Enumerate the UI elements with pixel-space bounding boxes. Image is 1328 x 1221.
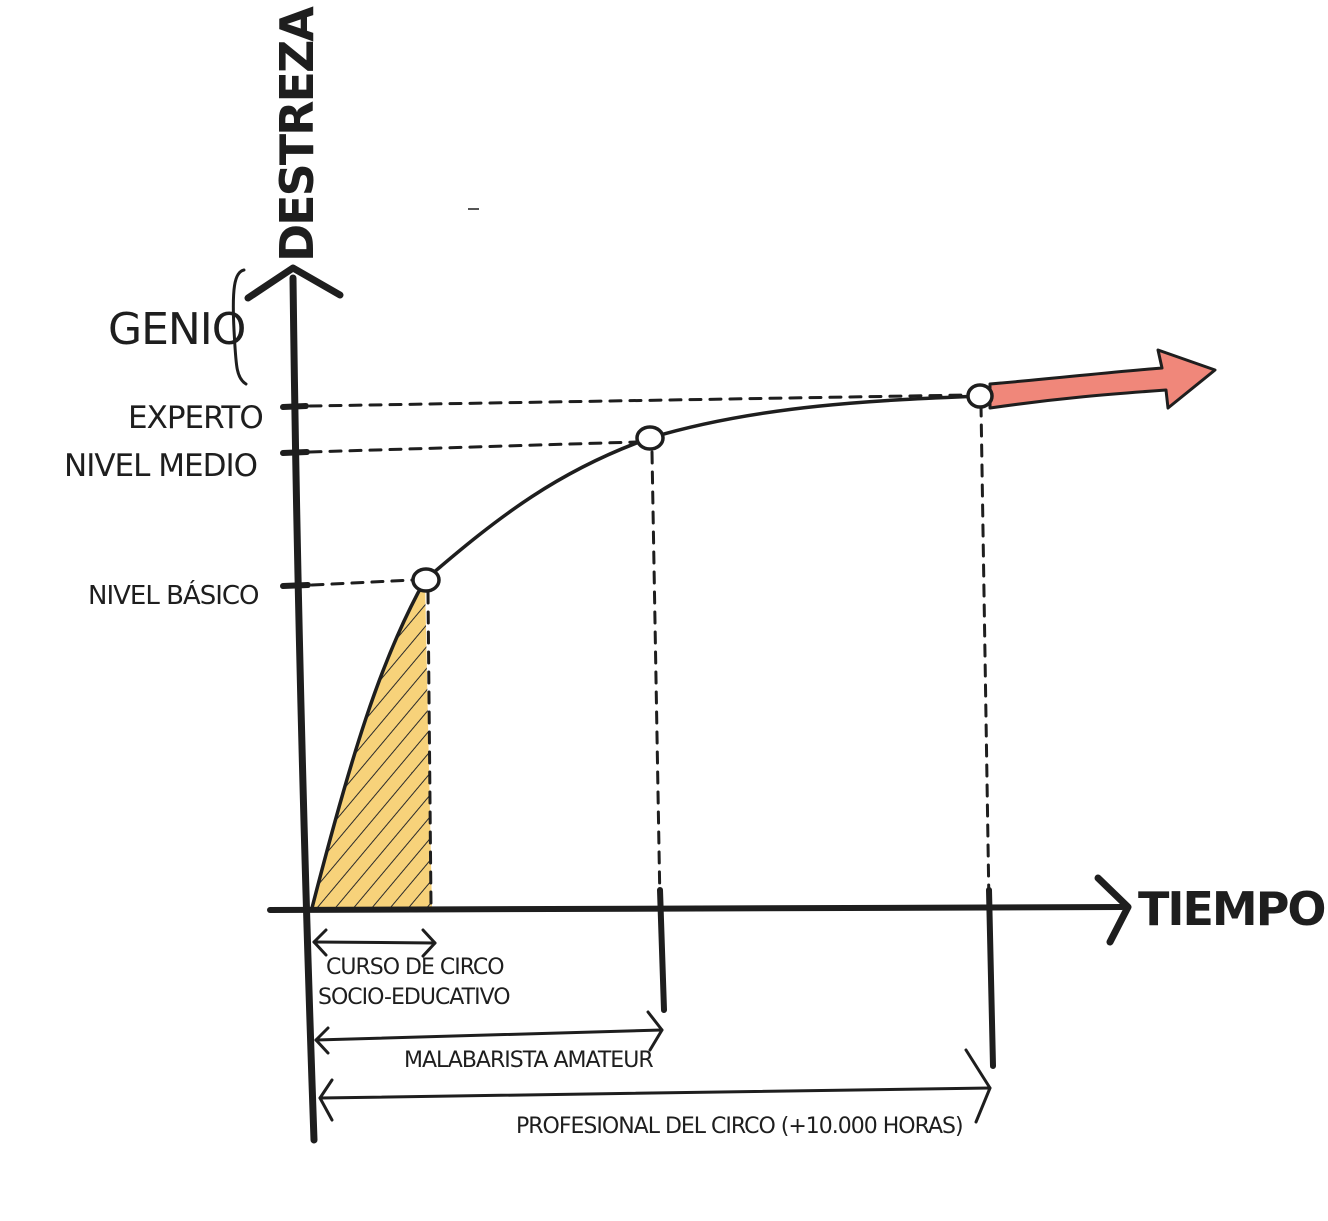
label-genio: GENIO bbox=[108, 304, 245, 355]
span-curso bbox=[312, 928, 437, 958]
marker-nivel-basico bbox=[411, 567, 441, 593]
guide-nivel-basico bbox=[310, 578, 414, 587]
span-label-curso-line1: CURSO DE CIRCO bbox=[326, 955, 504, 980]
marker-experto bbox=[966, 383, 994, 409]
learning-curve bbox=[310, 394, 983, 910]
x-tick-experto bbox=[986, 887, 996, 1069]
guide-v-basico bbox=[426, 590, 433, 908]
span-label-amateur: MALABARISTA AMATEUR bbox=[404, 1048, 653, 1073]
y-axis-arrowhead bbox=[244, 264, 344, 302]
progress-arrow bbox=[988, 348, 1217, 410]
span-label-curso-line2: SOCIO-EDUCATIVO bbox=[318, 985, 510, 1010]
guide-nivel-medio bbox=[308, 440, 638, 454]
x-axis-line bbox=[267, 904, 1125, 913]
label-nivel-basico: NIVEL BÁSICO bbox=[88, 579, 259, 611]
basic-level-shaded-area bbox=[312, 582, 432, 908]
x-tick-medio bbox=[657, 887, 667, 1013]
label-experto: EXPERTO bbox=[128, 400, 263, 436]
span-amateur bbox=[314, 1010, 664, 1055]
span-label-profesional: PROFESIONAL DEL CIRCO (+10.000 HORAS) bbox=[516, 1114, 963, 1139]
tick-nivel-medio bbox=[280, 449, 310, 456]
y-axis-title: DESTREZA bbox=[270, 6, 324, 262]
x-axis-title: TIEMPO bbox=[1138, 882, 1325, 936]
guide-experto bbox=[308, 393, 970, 408]
guide-v-medio bbox=[650, 450, 662, 907]
x-axis-arrowhead bbox=[1094, 874, 1132, 946]
label-nivel-medio: NIVEL MEDIO bbox=[64, 448, 257, 484]
genio-bracket bbox=[231, 268, 248, 386]
tick-nivel-basico bbox=[280, 582, 311, 589]
span-profesional bbox=[318, 1048, 992, 1124]
guide-v-experto bbox=[979, 403, 991, 907]
y-axis-line bbox=[289, 274, 318, 1144]
tick-experto bbox=[280, 403, 309, 410]
marker-nivel-medio bbox=[635, 425, 665, 451]
